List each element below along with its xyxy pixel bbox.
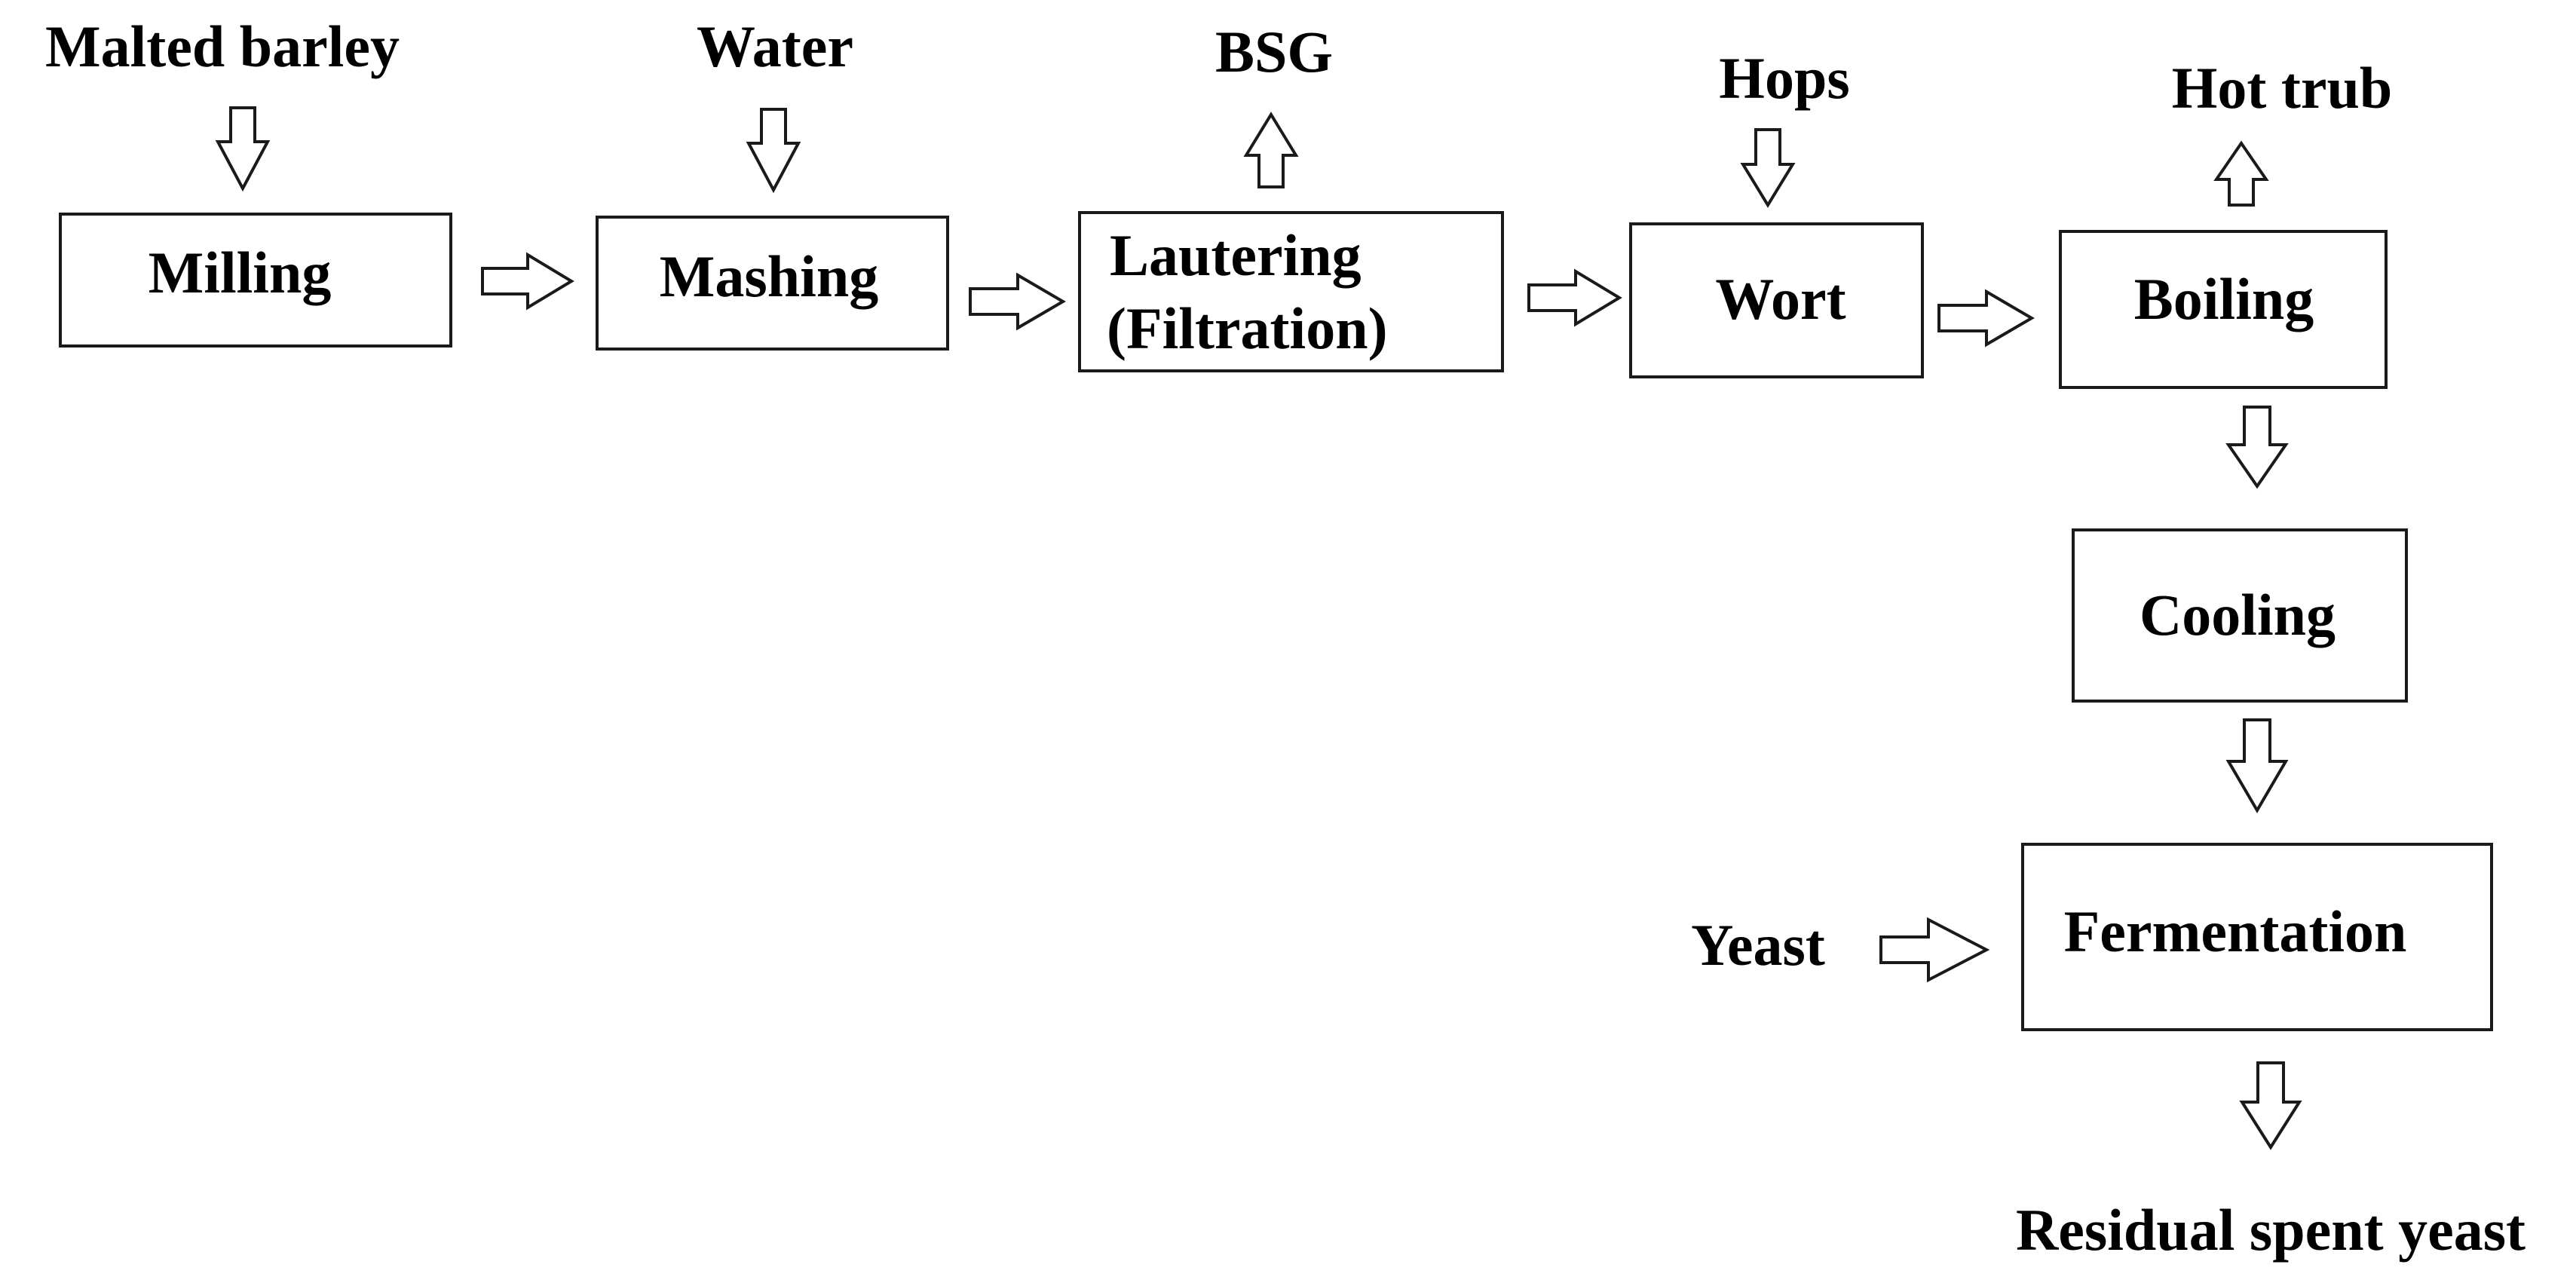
- arrow-right-icon: [969, 272, 1066, 331]
- process-box-cooling: Cooling: [2072, 528, 2408, 703]
- process-box-milling: Milling: [59, 213, 452, 348]
- arrow-down-icon: [746, 108, 801, 194]
- input-label-malted-barley: Malted barley: [45, 14, 400, 79]
- arrow-down-icon: [2239, 1061, 2302, 1150]
- process-box-lautering: Lautering (Filtration): [1078, 211, 1504, 372]
- output-label-residual-spent-yeast: Residual spent yeast: [2016, 1197, 2525, 1263]
- process-label-fermentation: Fermentation: [2064, 899, 2407, 964]
- process-label-boiling: Boiling: [2134, 266, 2314, 332]
- input-label-water: Water: [697, 14, 853, 79]
- output-label-hot-trub: Hot trub: [2172, 55, 2393, 121]
- process-label-wort: Wort: [1715, 266, 1845, 332]
- arrow-right-icon: [481, 252, 574, 311]
- arrow-down-icon: [2225, 718, 2289, 813]
- process-box-fermentation: Fermentation: [2021, 843, 2493, 1031]
- arrow-up-icon: [2213, 140, 2269, 207]
- arrow-down-icon: [1740, 128, 1796, 208]
- process-label-milling: Milling: [149, 240, 332, 305]
- arrow-up-icon: [1243, 112, 1299, 188]
- process-box-boiling: Boiling: [2059, 230, 2388, 389]
- arrow-right-icon: [1879, 917, 1990, 983]
- input-label-hops: Hops: [1719, 45, 1849, 111]
- process-label-lautering-line2: (Filtration): [1107, 295, 1388, 361]
- arrow-right-icon: [1527, 268, 1622, 327]
- output-label-bsg: BSG: [1215, 19, 1333, 84]
- arrow-down-icon: [215, 106, 271, 192]
- process-label-mashing: Mashing: [660, 243, 878, 309]
- process-box-wort: Wort: [1629, 222, 1924, 378]
- arrow-down-icon: [2225, 406, 2289, 489]
- process-label-cooling: Cooling: [2140, 582, 2336, 648]
- arrow-right-icon: [1937, 289, 2035, 348]
- process-label-lautering-line1: Lautering: [1110, 222, 1362, 288]
- process-box-mashing: Mashing: [596, 216, 949, 351]
- input-label-yeast: Yeast: [1691, 912, 1825, 978]
